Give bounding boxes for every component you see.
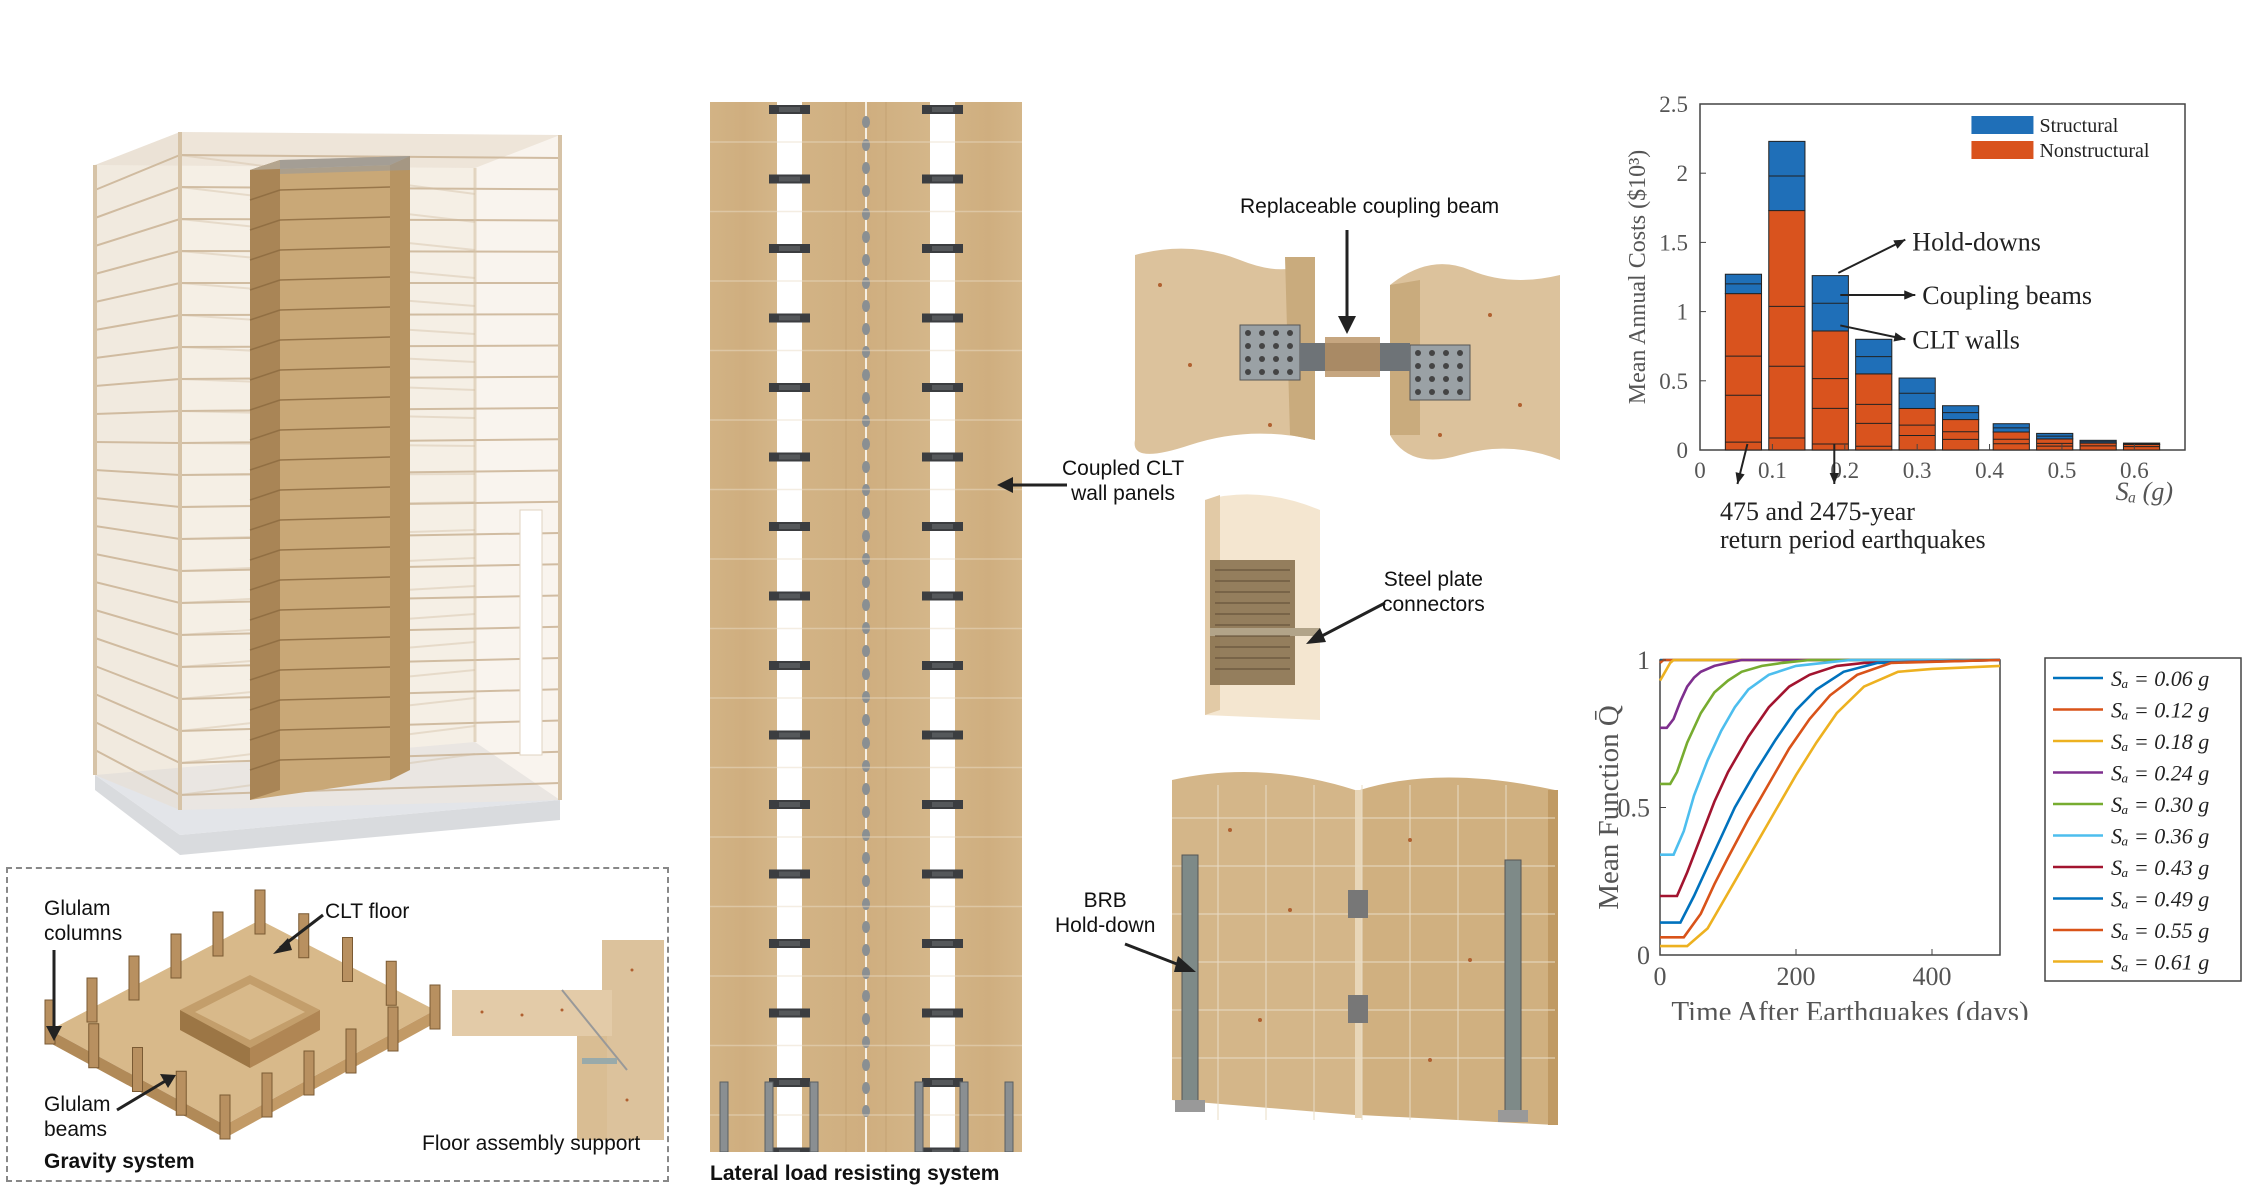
series-line xyxy=(1660,658,2000,786)
x-tick-label: 400 xyxy=(1913,962,1952,991)
gravity-floor-model xyxy=(44,889,441,1140)
building-model xyxy=(93,132,562,855)
lateral-system-title: Lateral load resisting system xyxy=(710,1162,1000,1185)
rp2-arrow-head xyxy=(1829,472,1839,484)
x-tick-label: 200 xyxy=(1777,962,1816,991)
legend-label: Sₐ = 0.49 g xyxy=(2111,887,2209,912)
legend-label: Structural xyxy=(2039,115,2118,137)
gravity-system-title: Gravity system xyxy=(44,1150,195,1173)
x-axis-label: Time After Earthquakes (days) xyxy=(1671,996,2028,1020)
bar-nonstructural xyxy=(1942,419,1980,451)
y-tick-label: 1 xyxy=(1637,646,1650,675)
series-line xyxy=(1660,658,2000,856)
floor-assembly-label: Floor assembly support xyxy=(422,1132,641,1155)
legend-label: Sₐ = 0.12 g xyxy=(2111,698,2209,723)
bar-nonstructural xyxy=(2122,443,2161,451)
clt-floor-label: CLT floor xyxy=(325,900,410,923)
annotation-return-1: 475 and 2475-year xyxy=(1720,497,1915,526)
y-tick-label: 1 xyxy=(1677,300,1689,325)
y-tick-label: 0.5 xyxy=(1659,369,1688,394)
rp1-arrow-head xyxy=(1735,472,1745,484)
bar-nonstructural xyxy=(1992,431,2030,451)
y-tick-label: 0.5 xyxy=(1618,794,1651,823)
plot-frame-2 xyxy=(1659,659,2001,956)
x-axis-label: Sₐ (g) xyxy=(2116,477,2173,506)
series-line xyxy=(1660,664,2001,948)
glulam-beams-arrow xyxy=(116,1074,176,1112)
legend-swatch xyxy=(1971,116,2034,134)
y-tick-label: 2.5 xyxy=(1659,92,1688,117)
legend-label: Sₐ = 0.61 g xyxy=(2111,950,2209,975)
series-line xyxy=(1660,658,2001,939)
bar-nonstructural xyxy=(1898,407,1936,451)
glulam-columns-arrow xyxy=(46,950,62,1041)
bar-nonstructural xyxy=(1768,210,1806,451)
bar-nonstructural xyxy=(2036,438,2074,451)
x-tick-label: 0.1 xyxy=(1758,458,1787,483)
coupling-beam-model xyxy=(1134,248,1560,460)
x-tick-label: 0 xyxy=(1654,962,1667,991)
coupled-clt-arrow xyxy=(997,477,1067,493)
series-line xyxy=(1660,658,2001,924)
y-tick-label: 0 xyxy=(1637,941,1650,970)
y-axis-label: Mean Function Q̄ xyxy=(1593,705,1625,910)
legend-label: Sₐ = 0.43 g xyxy=(2111,855,2209,880)
legend-label: Sₐ = 0.36 g xyxy=(2111,824,2209,849)
floor-assembly-detail xyxy=(452,940,664,1140)
series-line xyxy=(1660,658,2000,730)
legend-label: Sₐ = 0.18 g xyxy=(2111,729,2209,754)
bar-nonstructural xyxy=(1724,293,1763,451)
x-tick-label: 0.4 xyxy=(1975,458,2004,483)
lateral-wall-elevation xyxy=(710,102,1022,1152)
annotation-holddowns: Hold-downs xyxy=(1912,227,2041,256)
cltwalls-arrow xyxy=(1840,324,1906,341)
annotation-coupling: Coupling beams xyxy=(1922,281,2092,310)
legend-label: Sₐ = 0.06 g xyxy=(2111,666,2209,691)
clt-floor-arrow xyxy=(273,913,324,954)
bar-nonstructural xyxy=(1855,373,1893,451)
annotation-return-2: return period earthquakes xyxy=(1720,525,1986,554)
legend-label: Sₐ = 0.55 g xyxy=(2111,918,2209,943)
brb-wall-model xyxy=(1172,772,1558,1125)
coupling-beam-label: Replaceable coupling beam xyxy=(1240,195,1500,218)
annotation-cltwalls: CLT walls xyxy=(1912,325,2020,354)
legend-label: Nonstructural xyxy=(2039,140,2149,162)
series-line xyxy=(1660,658,2001,898)
holddowns-arrow xyxy=(1837,238,1906,274)
legend-box xyxy=(2044,657,2242,982)
x-tick-label: 0.6 xyxy=(2120,458,2149,483)
steel-plate-arrow xyxy=(1306,601,1386,644)
legend-label: Sₐ = 0.30 g xyxy=(2111,792,2209,817)
coupling-arrow-head xyxy=(1904,290,1916,300)
bar-nonstructural xyxy=(1811,330,1849,451)
x-tick-label: 0.5 xyxy=(2048,458,2077,483)
cltwalls-arrow-head xyxy=(1893,332,1906,342)
holddowns-arrow-head xyxy=(1893,239,1906,249)
brb-arrow xyxy=(1124,942,1196,972)
y-tick-label: 2 xyxy=(1677,161,1689,186)
legend-swatch xyxy=(1971,141,2034,159)
y-tick-label: 0 xyxy=(1677,438,1689,463)
bar-nonstructural xyxy=(2079,442,2117,451)
x-tick-label: 0 xyxy=(1694,458,1706,483)
legend-label: Sₐ = 0.24 g xyxy=(2111,761,2209,786)
gravity-system-box xyxy=(6,867,669,1182)
series-line xyxy=(1658,658,2000,682)
y-tick-label: 1.5 xyxy=(1659,230,1688,255)
x-tick-label: 0.3 xyxy=(1903,458,1932,483)
y-axis-label: Mean Annual Costs ($10³) xyxy=(1625,150,1651,405)
steel-plate-model xyxy=(1205,494,1320,720)
coupling-beam-arrow xyxy=(1338,230,1356,334)
